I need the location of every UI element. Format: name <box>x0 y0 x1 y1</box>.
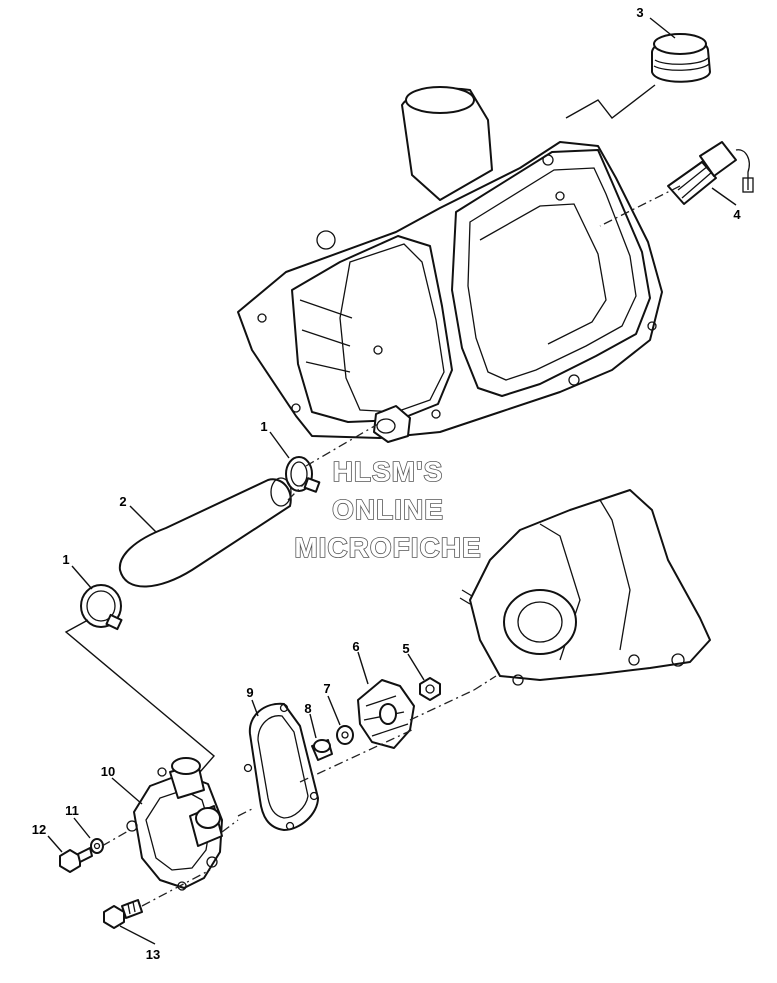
callout-6: 6 <box>352 639 359 654</box>
cylinder-head-assembly <box>237 86 663 443</box>
watermark-line-1: HLSM'S <box>333 456 444 487</box>
callout-10: 10 <box>101 764 115 779</box>
part-3-cap <box>651 33 711 83</box>
part-13-bolt <box>103 899 143 929</box>
callout-4: 4 <box>733 207 741 222</box>
part-11-washer <box>90 838 104 854</box>
callout-labels: 3 4 1 2 1 6 5 9 7 8 10 11 12 13 <box>32 5 742 962</box>
callout-1-lower: 1 <box>62 552 69 567</box>
callout-5: 5 <box>402 641 409 656</box>
part-1-hose-clamp-upper <box>285 456 321 493</box>
watermark-line-3: MICROFICHE <box>294 532 481 563</box>
callout-2: 2 <box>119 494 126 509</box>
callout-leaders <box>47 17 737 945</box>
part-2-coolant-hose <box>118 477 292 588</box>
crankcase-cover <box>459 489 711 686</box>
callout-11: 11 <box>65 803 79 818</box>
watermark: HLSM'S ONLINE MICROFICHE <box>294 455 482 564</box>
callout-12: 12 <box>32 822 46 837</box>
callout-3: 3 <box>636 5 643 20</box>
part-6-impeller <box>357 679 415 749</box>
part-5-nut <box>419 677 441 701</box>
assembly-lines <box>64 84 681 907</box>
callout-1-upper: 1 <box>260 419 267 434</box>
part-4-temperature-sensor <box>667 141 754 205</box>
callout-7: 7 <box>323 681 330 696</box>
part-12-bolt <box>59 847 93 873</box>
callout-9: 9 <box>246 685 253 700</box>
callout-13: 13 <box>146 947 160 962</box>
part-9-gasket <box>243 702 319 831</box>
callout-8: 8 <box>304 701 311 716</box>
part-10-pump-cover <box>126 757 223 891</box>
part-1-hose-clamp-lower <box>80 584 123 631</box>
part-7-washer <box>336 725 354 745</box>
watermark-line-2: ONLINE <box>332 494 444 525</box>
part-8-bolt <box>311 739 333 761</box>
